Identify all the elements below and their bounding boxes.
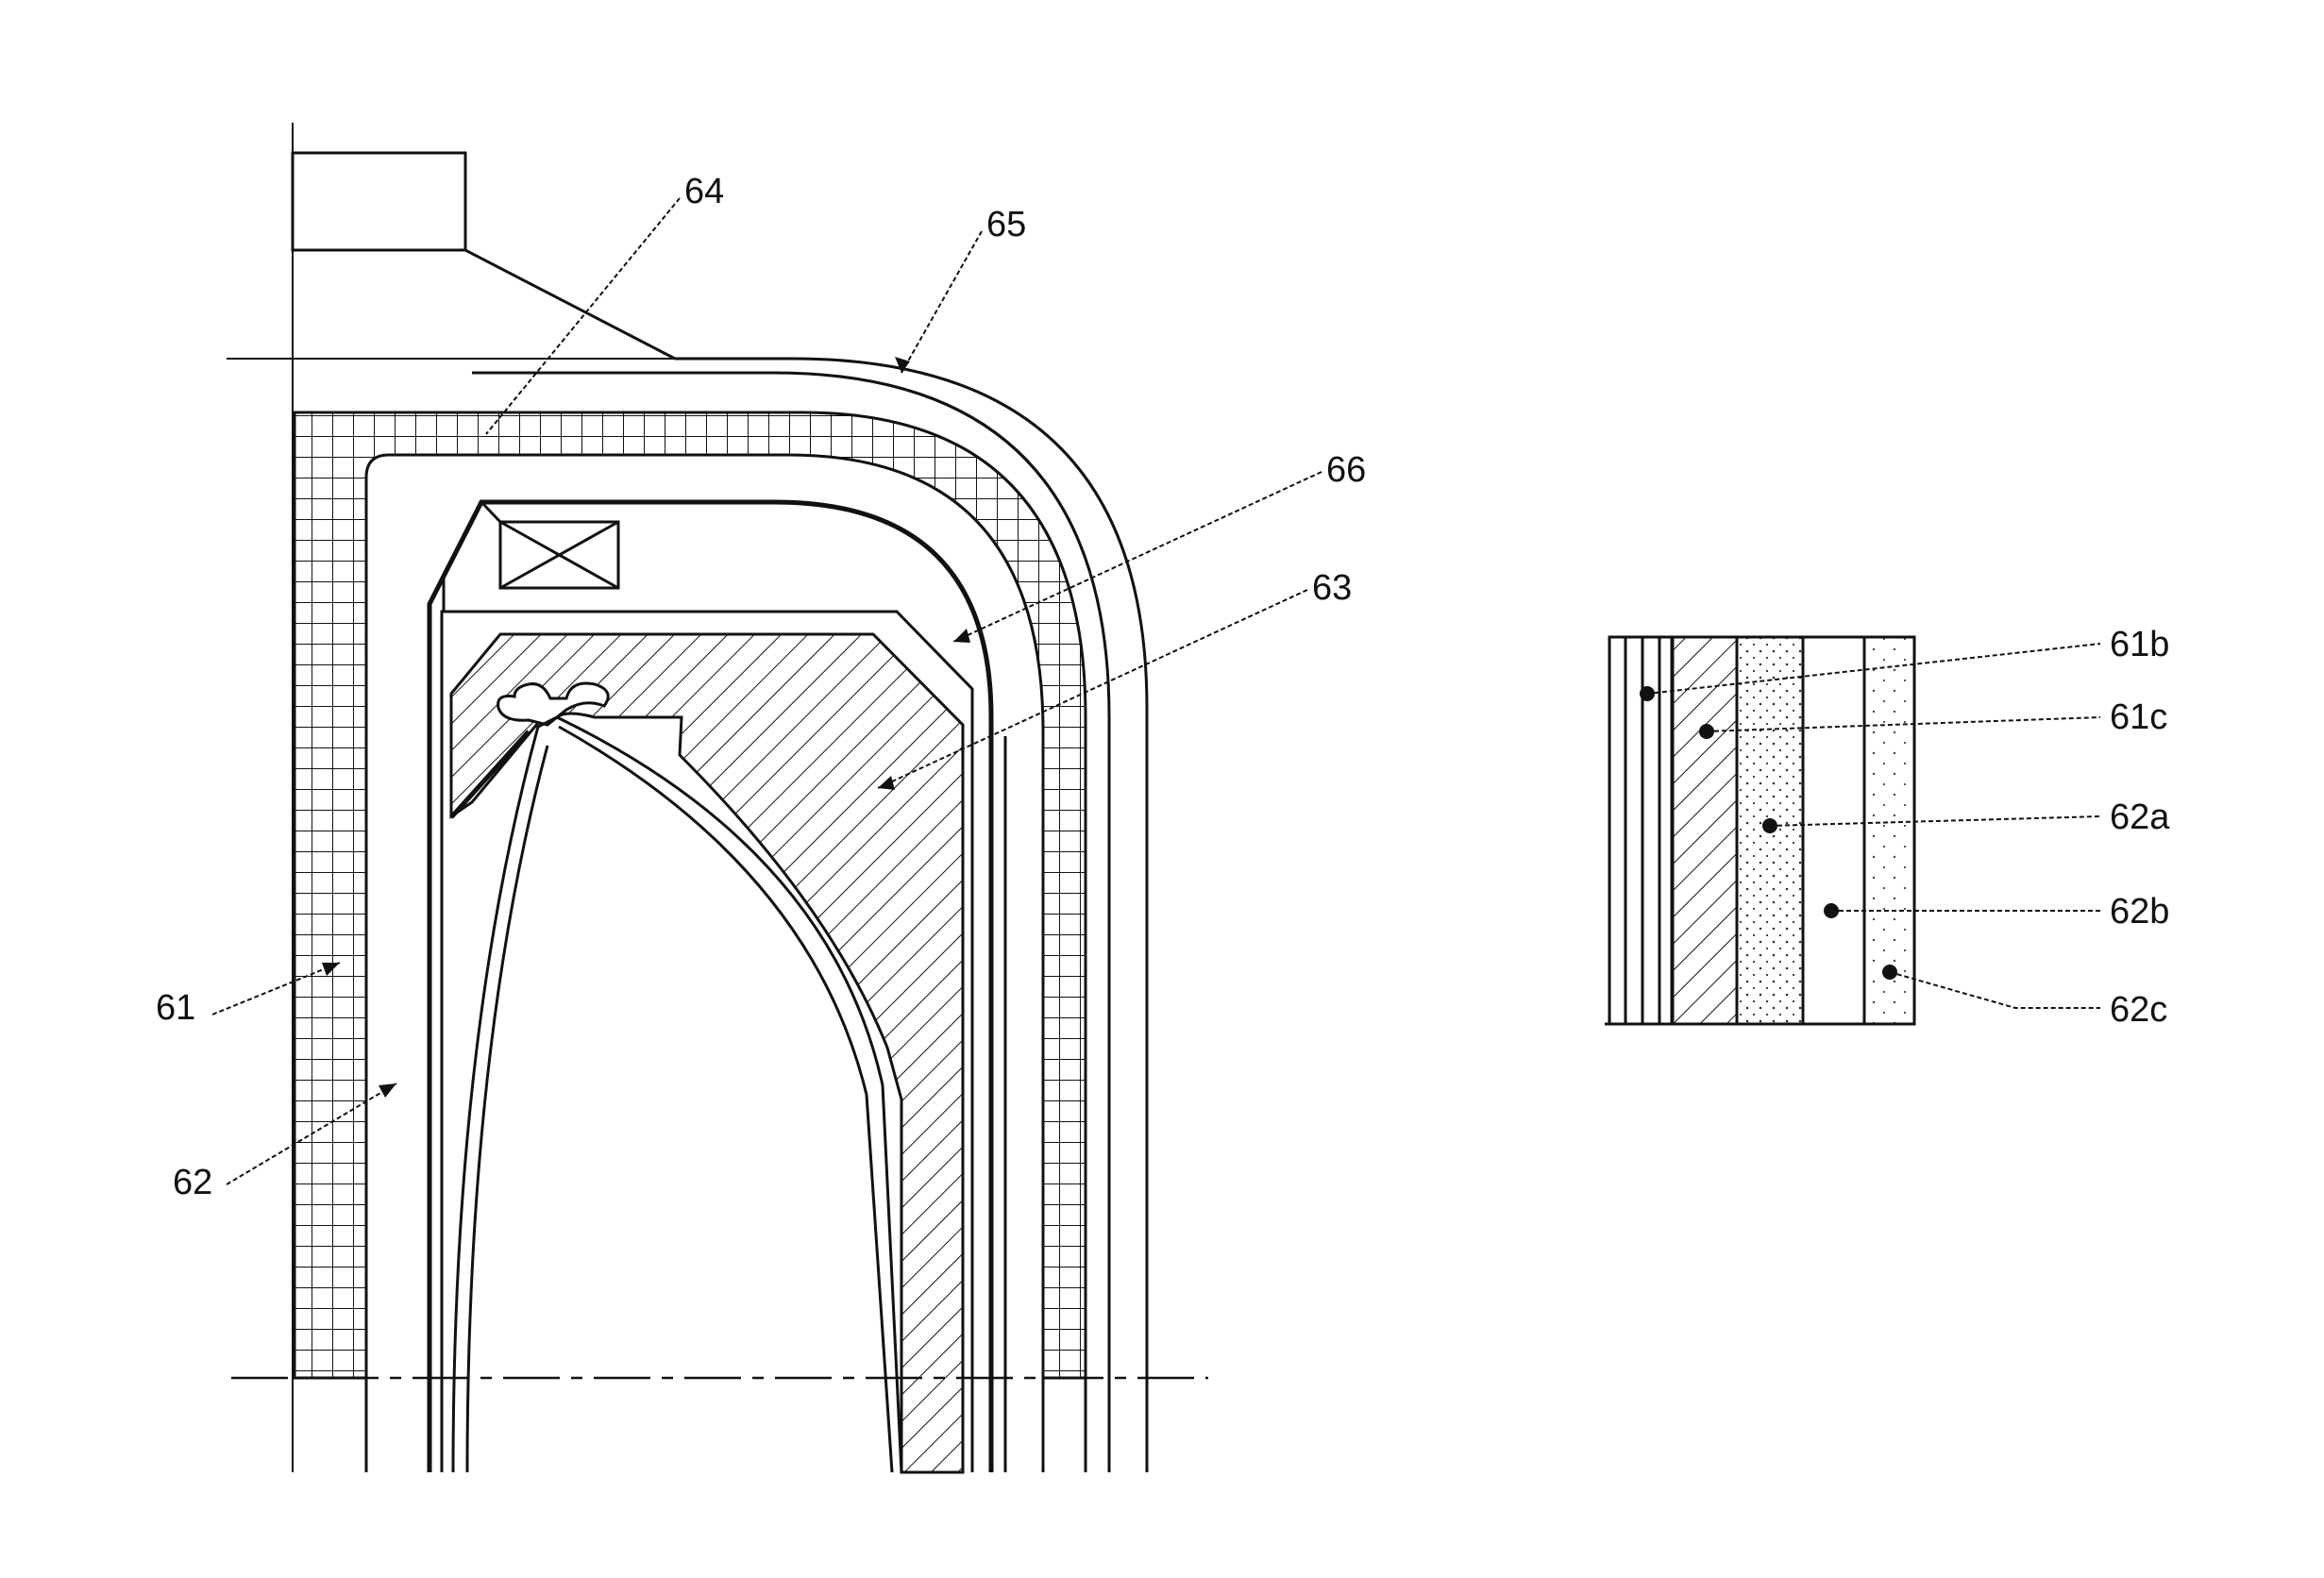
leader-64 — [486, 198, 680, 434]
label-61c: 61c — [2110, 697, 2167, 737]
label-61b: 61b — [2110, 625, 2169, 664]
arrow-66 — [953, 629, 970, 643]
layer-61c-hatched — [1673, 637, 1737, 1024]
cross-section-drawing — [227, 123, 1208, 1472]
label-64: 64 — [684, 172, 724, 211]
label-62b: 62b — [2110, 892, 2169, 932]
label-63: 63 — [1312, 568, 1352, 608]
leader-63 — [878, 590, 1307, 788]
label-66: 66 — [1326, 450, 1366, 490]
label-62c: 62c — [2110, 990, 2167, 1030]
label-62: 62 — [173, 1163, 212, 1202]
leader-62c — [1890, 972, 2100, 1008]
arrow-62 — [379, 1083, 396, 1098]
layer-detail: 61b 61c 62a 62b 62c — [1605, 625, 2170, 1030]
top-block-slope — [465, 250, 675, 359]
layer-64-grid-band — [295, 412, 1086, 1378]
label-61: 61 — [156, 988, 195, 1028]
leader-65 — [901, 231, 982, 373]
label-62a: 62a — [2110, 797, 2170, 837]
crossed-box — [444, 502, 618, 612]
layer-62b-plain — [1803, 637, 1864, 1024]
top-block — [293, 153, 465, 250]
label-65: 65 — [986, 205, 1026, 244]
